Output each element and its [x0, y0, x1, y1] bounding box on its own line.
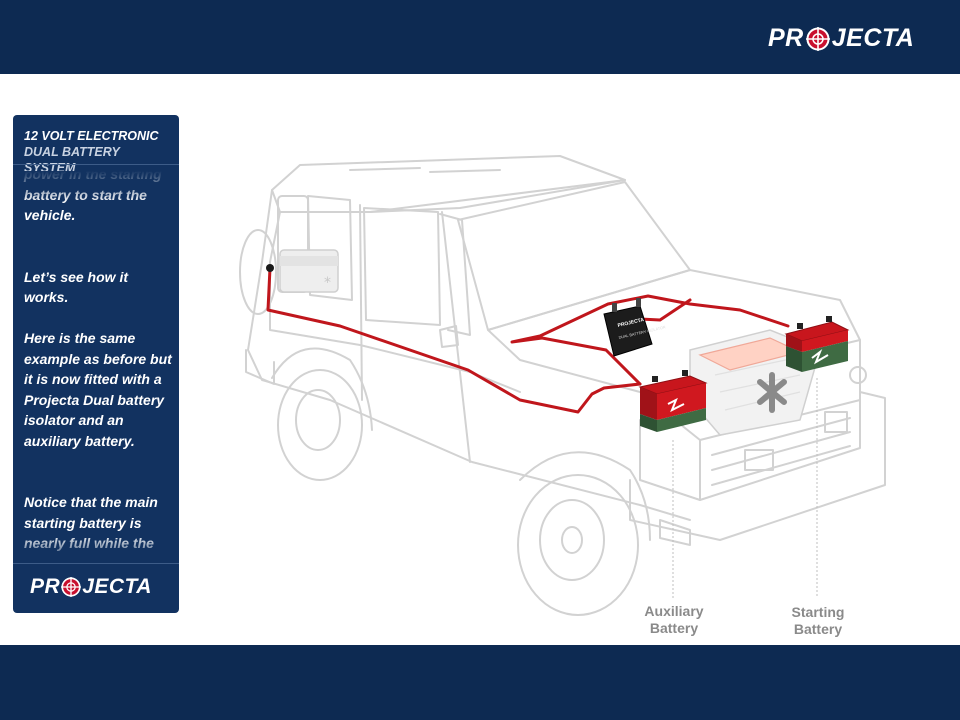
- bottom-banner: [0, 645, 960, 720]
- panel-title: 12 VOLT ELECTRONIC DUAL BATTERY SYSTEM: [24, 128, 174, 176]
- scroll-fade-top: [13, 171, 179, 203]
- narration-paragraph: Let’s see how it works.: [24, 267, 174, 308]
- panel-projecta-logo: PR JECTA: [30, 575, 152, 599]
- auxiliary-battery: [640, 370, 706, 432]
- narration-paragraph: Here is the same example as before but i…: [24, 328, 174, 451]
- narration-text: power in the starting battery to start t…: [24, 171, 174, 561]
- panel-divider-bottom: [13, 563, 179, 564]
- socket-icon: [266, 264, 274, 272]
- fridge: *: [280, 250, 338, 292]
- crosshair-icon: [61, 577, 81, 597]
- panel-title-line1: 12 VOLT ELECTRONIC: [24, 129, 159, 143]
- starting-battery: [786, 316, 848, 372]
- svg-text:*: *: [324, 275, 331, 291]
- starting-label-line2: Battery: [780, 621, 856, 638]
- narration-panel: 12 VOLT ELECTRONIC DUAL BATTERY SYSTEM p…: [13, 115, 179, 613]
- narration-scroll-area[interactable]: power in the starting battery to start t…: [13, 171, 179, 561]
- auxiliary-label-line1: Auxiliary: [636, 603, 712, 620]
- battery-isolator: PROJECTA DUAL BATTERY ISOLATOR: [604, 298, 666, 356]
- logo-text-start: PR: [30, 575, 60, 599]
- panel-divider: [13, 164, 179, 165]
- auxiliary-battery-label: Auxiliary Battery: [636, 603, 712, 637]
- starting-battery-label: Starting Battery: [780, 604, 856, 638]
- logo-text-end: JECTA: [82, 575, 152, 599]
- auxiliary-label-line2: Battery: [636, 620, 712, 637]
- scroll-fade-bottom: [13, 533, 179, 563]
- starting-label-line1: Starting: [780, 604, 856, 621]
